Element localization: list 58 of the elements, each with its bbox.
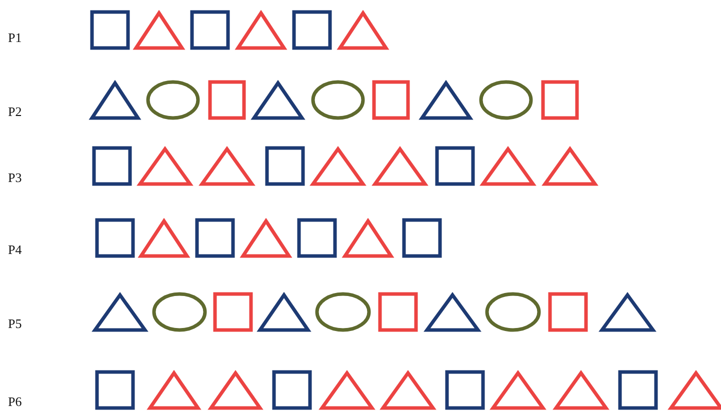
square-shape [213,292,253,332]
triangle-shape [200,146,254,186]
triangle-shape [481,146,535,186]
square-shape [190,10,230,50]
triangle-shape [425,292,480,332]
triangle-shape [90,80,140,120]
triangle-shape [381,370,435,410]
triangle-shape [93,292,147,332]
square-shape [95,218,135,258]
square-shape [618,370,658,410]
square-shape [208,80,246,120]
triangle-shape [343,218,393,258]
triangle-shape [491,370,545,410]
oval-shape [146,80,200,120]
oval-shape [311,80,365,120]
triangle-shape [420,80,472,120]
triangle-shape [241,218,291,258]
row-label: P5 [8,316,22,332]
row-label: P6 [8,394,22,410]
square-shape [195,218,235,258]
triangle-shape [139,218,189,258]
square-shape [372,80,410,120]
square-shape [95,370,135,410]
triangle-shape [373,146,427,186]
row-label: P4 [8,242,22,258]
square-shape [548,292,588,332]
row-label: P3 [8,170,22,186]
triangle-shape [554,370,608,410]
square-shape [378,292,418,332]
triangle-shape [669,370,721,410]
triangle-shape [134,10,184,50]
square-shape [297,218,337,258]
triangle-shape [320,370,374,410]
square-shape [272,370,312,410]
square-shape [445,370,485,410]
oval-shape [315,292,371,332]
triangle-shape [252,80,304,120]
square-shape [541,80,579,120]
square-shape [265,146,305,186]
oval-shape [152,292,207,332]
triangle-shape [236,10,286,50]
triangle-shape [138,146,192,186]
square-shape [92,146,132,186]
row-label: P1 [8,30,22,46]
triangle-shape [311,146,365,186]
square-shape [402,218,442,258]
square-shape [292,10,332,50]
triangle-shape [600,292,655,332]
square-shape [90,10,130,50]
triangle-shape [258,292,310,332]
oval-shape [479,80,533,120]
oval-shape [485,292,541,332]
triangle-shape [148,370,200,410]
triangle-shape [209,370,262,410]
square-shape [435,146,475,186]
row-label: P2 [8,104,22,120]
triangle-shape [543,146,597,186]
triangle-shape [338,10,388,50]
